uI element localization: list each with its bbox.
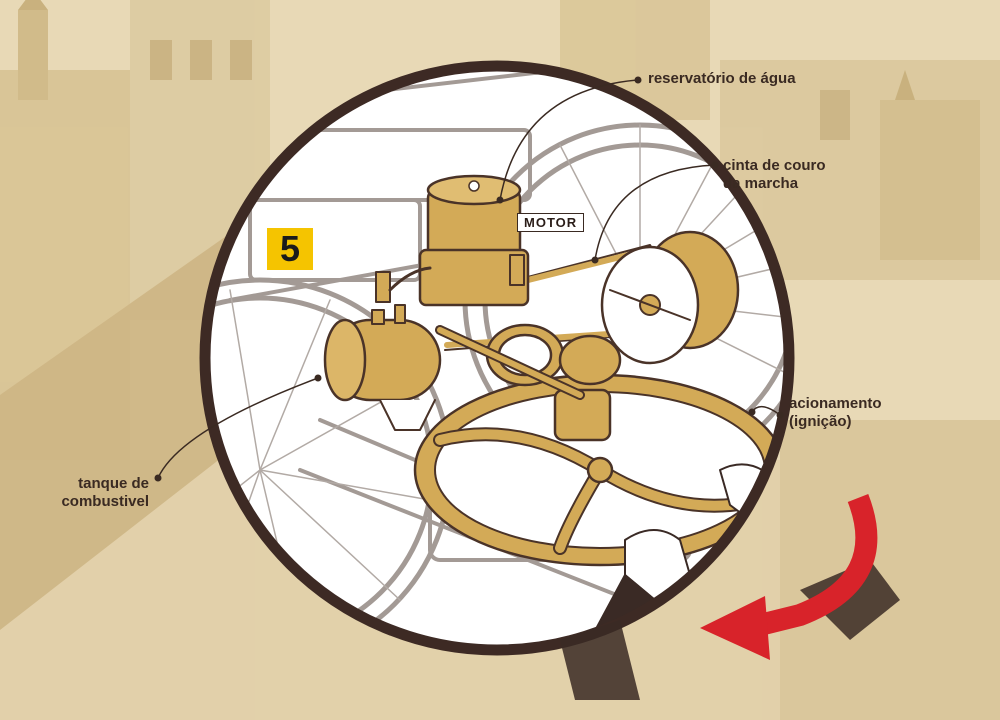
label-tanque-combustivel: tanque de combustivel	[44, 475, 149, 511]
sleeves	[560, 560, 900, 700]
reservatorio-agua-text: reservatório de água	[648, 70, 796, 87]
acionamento-line2: (ignição)	[789, 413, 852, 430]
motor-label: MOTOR	[517, 213, 585, 232]
label-acionamento: acionamento (ignição)	[789, 395, 882, 431]
acionamento-line1: acionamento	[789, 395, 882, 412]
cinta-couro-line2: da marcha	[723, 175, 799, 192]
leader-dots	[154, 76, 784, 482]
fuel-tank	[323, 304, 442, 431]
tanque-line1: tanque de	[78, 475, 149, 492]
crank-assembly	[435, 323, 622, 484]
magnifier-border	[199, 60, 795, 656]
red-rotation-arrow	[700, 494, 878, 660]
label-reservatorio-agua: reservatório de água	[648, 70, 796, 88]
tanque-line2: combustivel	[61, 493, 149, 510]
label-cinta-couro: cinta de couro da marcha	[723, 157, 826, 193]
step-number-badge: 5	[267, 228, 313, 270]
cinta-couro-line1: cinta de couro	[723, 157, 826, 174]
